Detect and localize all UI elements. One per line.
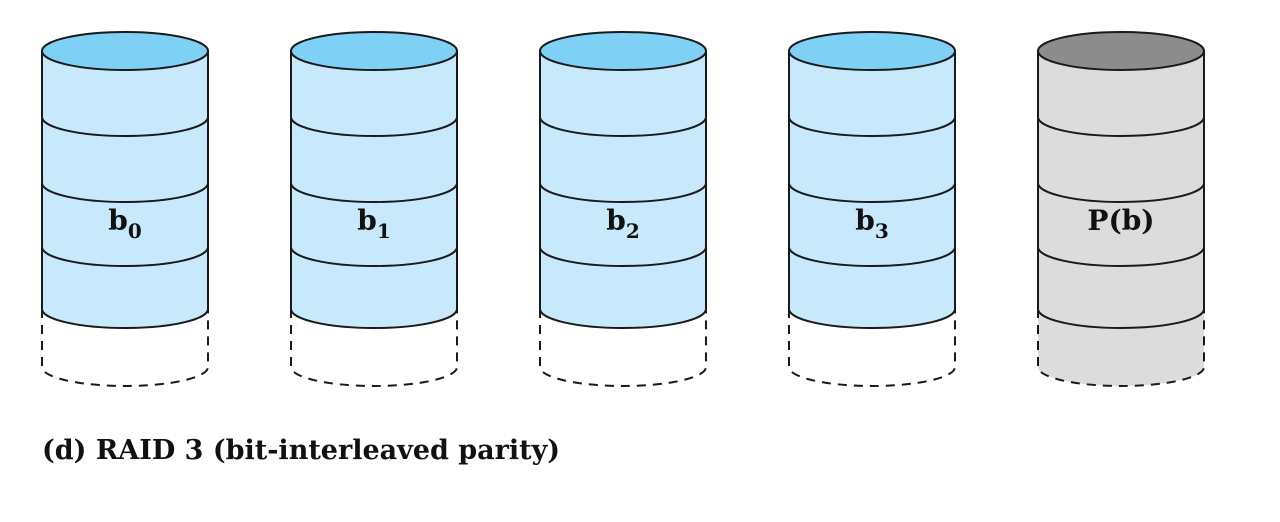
disk-label-0: b0 bbox=[108, 204, 142, 243]
disk-strip-line bbox=[290, 246, 458, 267]
disk-strip-line bbox=[539, 182, 707, 203]
disk-extension-outline bbox=[41, 309, 209, 387]
disk-strip-line bbox=[1037, 182, 1205, 203]
disk-2: b2 bbox=[539, 31, 707, 387]
disk-strip-line bbox=[1037, 246, 1205, 267]
disk-strip-line bbox=[788, 246, 956, 267]
disk-1: b1 bbox=[290, 31, 458, 387]
disk-top bbox=[290, 31, 458, 71]
disk-strip-line bbox=[1037, 116, 1205, 137]
disk-label-3: b3 bbox=[855, 204, 889, 243]
disk-strip-line bbox=[41, 116, 209, 137]
disk-strip-line bbox=[290, 182, 458, 203]
disk-extension-outline bbox=[788, 309, 956, 387]
disk-top bbox=[539, 31, 707, 71]
disk-body bbox=[1037, 50, 1205, 329]
disk-top bbox=[788, 31, 956, 71]
disk-label-4: P(b) bbox=[1087, 204, 1154, 237]
disk-4: P(b) bbox=[1037, 31, 1205, 387]
disk-strip-line bbox=[290, 116, 458, 137]
disk-body bbox=[41, 50, 209, 329]
disk-strip-line bbox=[41, 182, 209, 203]
disk-strip-line bbox=[539, 246, 707, 267]
disk-strip-line bbox=[788, 182, 956, 203]
disk-strip-line bbox=[539, 116, 707, 137]
figure-caption: (d) RAID 3 (bit-interleaved parity) bbox=[42, 435, 561, 466]
disk-extension-outline bbox=[539, 309, 707, 387]
disk-top bbox=[1037, 31, 1205, 71]
disk-top bbox=[41, 31, 209, 71]
disk-strip-line bbox=[788, 116, 956, 137]
disk-3: b3 bbox=[788, 31, 956, 387]
disk-0: b0 bbox=[41, 31, 209, 387]
disk-extension-outline bbox=[290, 309, 458, 387]
disk-label-2: b2 bbox=[606, 204, 640, 243]
disk-strip-line bbox=[41, 246, 209, 267]
disk-body bbox=[290, 50, 458, 329]
disk-body bbox=[539, 50, 707, 329]
disk-label-1: b1 bbox=[357, 204, 391, 243]
disk-body bbox=[788, 50, 956, 329]
disk-extension-outline bbox=[1037, 309, 1205, 387]
disk-extension-fill bbox=[1038, 309, 1204, 386]
